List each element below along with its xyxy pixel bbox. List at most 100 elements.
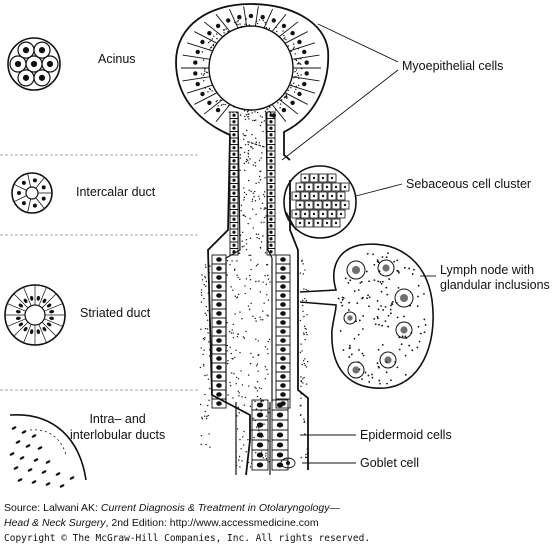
stipple-dot <box>203 365 205 367</box>
stipple-dot <box>268 407 271 410</box>
stipple-dot <box>254 317 256 320</box>
stipple-dot <box>247 143 249 146</box>
duct-cell-nucleus <box>216 338 222 343</box>
stipple-dot <box>236 297 238 299</box>
stipple-dot <box>206 374 208 376</box>
duct-cell-nucleus <box>280 347 286 352</box>
stipple-dot <box>249 466 252 468</box>
acinus-icon-nucleus <box>22 74 30 81</box>
lymph-dot <box>416 305 419 308</box>
stipple-dot <box>302 378 304 380</box>
stipple-dot <box>254 386 256 388</box>
stipple-dot <box>276 30 278 33</box>
lymph-dot <box>380 282 383 285</box>
stipple-dot <box>250 302 252 305</box>
stipple-dot <box>203 338 206 341</box>
duct-cell-nucleus <box>269 237 273 241</box>
stipple-dot <box>304 297 306 300</box>
stipple-dot <box>255 143 258 146</box>
stipple-dot <box>209 446 211 448</box>
lymph-dot <box>403 266 406 269</box>
lymph-dot <box>373 279 376 282</box>
stipple-dot <box>249 278 252 281</box>
striated-icon-nucleus <box>30 329 34 335</box>
lymph-dot <box>389 308 392 311</box>
stipple-dot <box>251 429 253 431</box>
stipple-dot <box>249 254 252 257</box>
interlobular-icon-mark <box>33 458 39 462</box>
duct-cell-nucleus <box>269 172 273 176</box>
stipple-dot <box>262 457 264 459</box>
stipple-dot <box>201 279 204 281</box>
lymph-dot <box>423 331 426 334</box>
sebaceous-cell <box>327 173 337 183</box>
duct-cell-nucleus <box>216 275 222 280</box>
interlobular-duct-icon <box>9 414 87 488</box>
duct-cell-nucleus <box>216 383 222 388</box>
lymph-dot <box>376 259 379 262</box>
section-dividers <box>0 154 200 391</box>
duct-cell-nucleus <box>269 217 273 221</box>
duct-cell-nucleus <box>269 211 273 215</box>
duct-cell-nucleus <box>280 293 286 298</box>
stipple-dot <box>306 453 309 455</box>
stipple-dot <box>255 20 258 23</box>
stipple-dot <box>303 288 305 290</box>
stipple-dot <box>231 260 233 262</box>
duct-cell-nucleus <box>280 356 286 361</box>
stipple-dot <box>263 302 265 304</box>
stipple-dot <box>250 146 252 148</box>
striated-icon-nucleus <box>46 303 52 308</box>
stipple-dot <box>204 312 206 314</box>
acinus-cell-nucleus <box>302 81 307 87</box>
stipple-dot <box>232 397 234 399</box>
stipple-dot <box>203 349 205 351</box>
stipple-dot <box>237 276 239 279</box>
lymph-dot <box>381 256 384 258</box>
stipple-dot <box>266 108 269 110</box>
stipple-dot <box>239 169 241 171</box>
label-acinus: Acinus <box>98 52 136 66</box>
stipple-dot <box>259 246 262 249</box>
stipple-dot <box>237 390 239 392</box>
sebaceous-cell-cluster <box>283 165 357 239</box>
stipple-dot <box>252 147 254 150</box>
striated-icon-cell-wall <box>38 324 47 343</box>
lymph-dot <box>385 371 388 374</box>
duct-cell-nucleus <box>280 365 286 370</box>
sebaceous-cell-nucleus <box>298 203 302 207</box>
label-striated-duct: Striated duct <box>80 306 151 320</box>
interlobular-icon-mark <box>31 434 37 438</box>
duct-cell-nucleus <box>256 432 264 438</box>
stipple-dot <box>208 399 210 402</box>
stipple-dot <box>262 400 264 402</box>
stipple-dot <box>254 111 256 113</box>
stipple-dot <box>258 429 260 432</box>
duct-cell-nucleus <box>232 159 236 163</box>
acinus-cell-nucleus <box>297 91 302 97</box>
duct-cell-nucleus <box>216 257 222 262</box>
duct-cell-nucleus <box>269 126 273 130</box>
duct-cell-nucleus <box>280 338 286 343</box>
sebaceous-cell <box>313 182 323 192</box>
stipple-dot <box>303 362 306 365</box>
stipple-dot <box>243 430 245 433</box>
stipple-dot <box>207 332 209 334</box>
acinus-cell-nucleus <box>271 113 276 118</box>
lymph-dot <box>367 294 369 297</box>
stipple-dot <box>260 207 262 209</box>
stipple-dot <box>300 385 302 388</box>
acinus-cell-wall <box>289 42 316 52</box>
acinus-cell-nucleus <box>237 14 242 20</box>
stipple-dot <box>209 387 211 390</box>
stipple-dot <box>266 348 269 350</box>
acinus-cells <box>181 6 321 122</box>
stipple-dot <box>216 37 218 40</box>
stipple-dot <box>290 86 292 89</box>
stipple-dot <box>258 159 261 161</box>
sebaceous-cell-nucleus <box>312 212 316 216</box>
stipple-dot <box>245 18 248 20</box>
lymph-dot <box>390 304 392 307</box>
stipple-dot <box>256 111 259 114</box>
stipple-dot <box>234 356 236 359</box>
